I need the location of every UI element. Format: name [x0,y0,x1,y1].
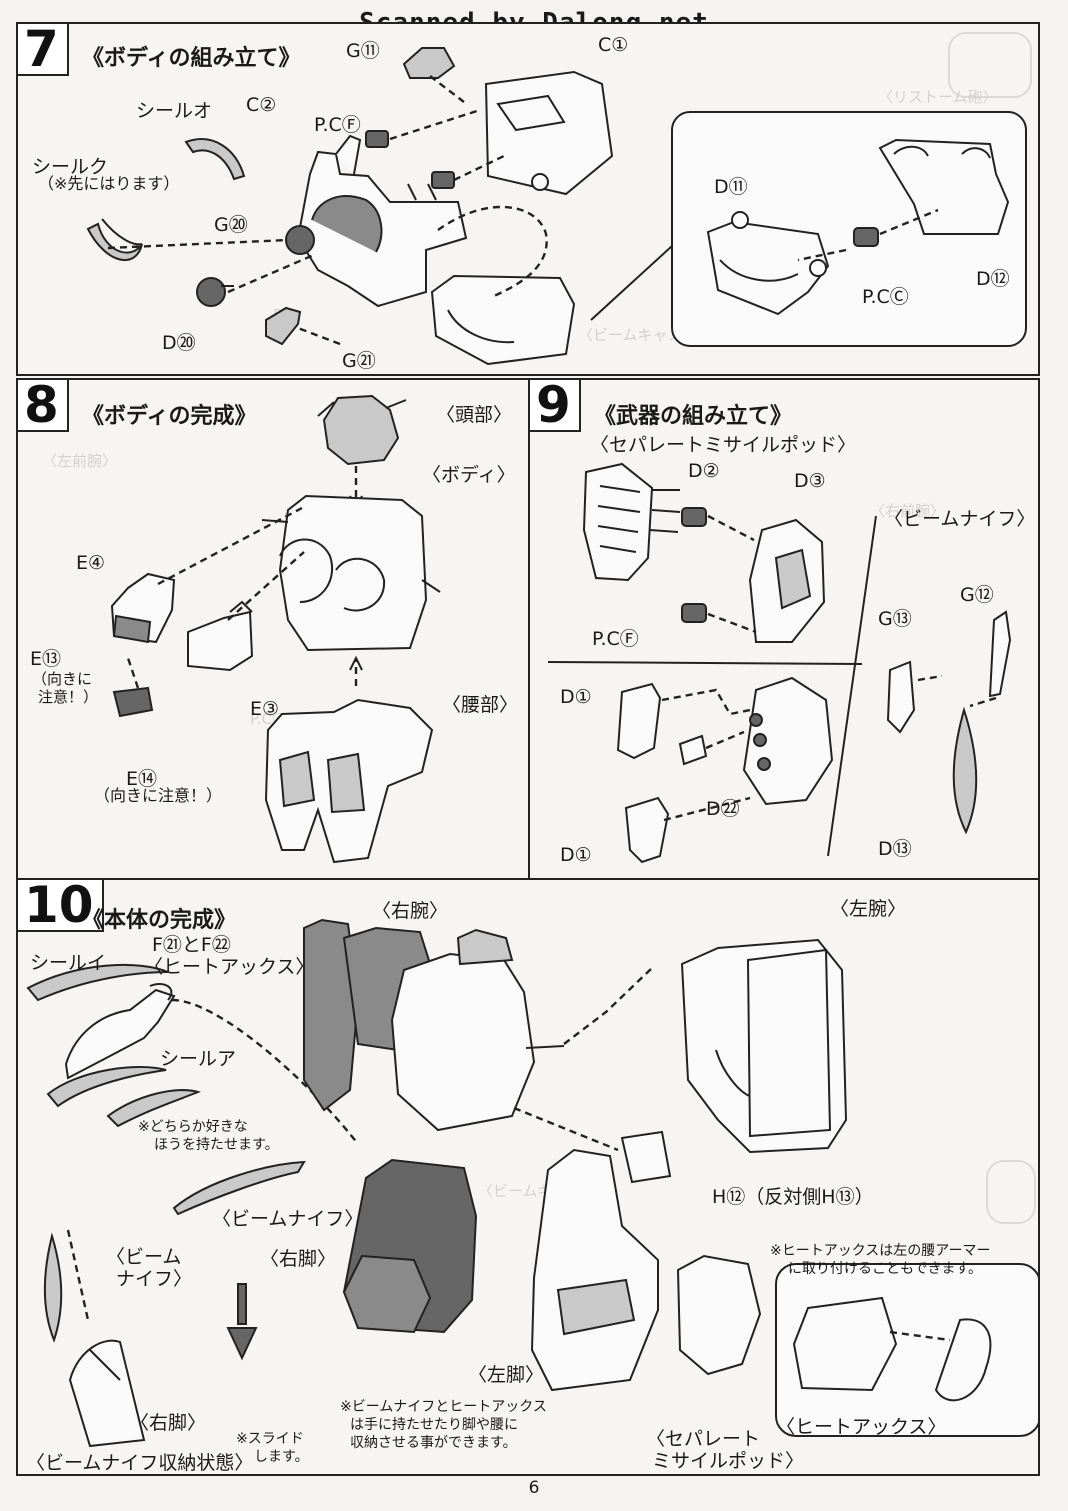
label-stowed: 〈ビームナイフ収納状態〉 [26,1452,254,1474]
label-e13-note-2: 注意！） [38,688,99,706]
label-d11: D⑪ [714,176,748,198]
label-e13-note-1: （向きに [32,670,93,688]
label-body: 〈ボディ〉 [422,464,516,486]
label-seal-ku-note: （※先にはります） [38,174,180,193]
label-beam-knife-stacked-2: ナイフ〉 [116,1268,193,1290]
label-pc-c: P.CⒸ [862,286,909,308]
step-number-9: 9 [530,380,581,432]
label-knife-note-2: は手に持たせたり脚や腰に [350,1417,518,1433]
label-either-note-1: ※どちらか好きな [138,1119,248,1135]
label-e13: E⑬ [30,648,62,670]
label-left-arm: 〈左腕〉 [830,898,907,920]
bleed-through-text: 〈右前腕〉 [870,502,946,520]
label-d20: D⑳ [162,332,196,354]
label-head: 〈頭部〉 [436,404,513,426]
label-knife-note-3: 収納させる事ができます。 [350,1435,517,1451]
page-number: 6 [528,1478,540,1498]
label-d22: D㉒ [706,798,740,820]
label-d1-top: D① [560,686,592,708]
label-seal-i: シールイ [30,952,107,974]
label-missile-pod-1: 〈セパレート [646,1428,761,1450]
label-right-leg: 〈右脚〉 [260,1248,337,1270]
label-e3: E③ [250,698,280,720]
label-heat-axe-note-2: に取り付けることもできます。 [788,1261,983,1277]
label-d2: D② [688,460,720,482]
bleed-through-text: 〈リストーム砲〉 [878,88,998,106]
label-missile-pod-2: ミサイルポッド〉 [652,1450,805,1472]
label-h12: H⑫（反対側H⑬） [712,1186,874,1208]
label-d1-bottom: D① [560,844,592,866]
label-right-leg-2: 〈右脚〉 [130,1412,207,1434]
label-g12: G⑫ [960,584,994,606]
label-seal-a: シールア [160,1048,237,1070]
step-7-illustration [86,47,1027,366]
label-f21-f22: F㉑とF㉒ [152,934,231,956]
label-c1: C① [598,34,629,56]
bleed-through-text: 〈左前腕〉 [42,452,118,470]
step-10-title: 《本体の完成》 [82,908,237,933]
step-9-illustration [547,462,1012,864]
step-7-panel: 〈リストーム砲〉 〈ビームキャノン〉 D⑩ [16,22,1040,376]
label-beam-knife-stacked-1: 〈ビーム [106,1246,182,1268]
label-d13: D⑬ [878,838,912,860]
step-8-title: 《ボディの完成》 [82,404,257,429]
label-d3: D③ [794,470,826,492]
label-pc-f: P.CⒻ [592,628,639,650]
step-8-panel: 〈左前腕〉 P.C④ 8 《ボディの完成》 〈頭部〉 〈ボディ〉 E④ E⑬ （… [16,378,530,880]
label-g11: G⑪ [346,40,380,62]
label-left-leg: 〈左脚〉 [468,1364,545,1386]
label-heat-axe-bottom: 〈ヒートアックス〉 [776,1416,947,1438]
step-number-8: 8 [18,380,69,432]
label-either-note-2: ほうを持たせます。 [154,1137,279,1153]
label-waist: 〈腰部〉 [442,694,519,716]
step-10-panel: 〈ビームキャノン〉 [16,878,1040,1476]
label-seal-o: シールオ [136,100,213,122]
label-e14: E⑭ [126,768,158,790]
label-pc-f: P.CⒻ [314,114,361,136]
label-heat-axe-note-1: ※ヒートアックスは左の腰アーマー [770,1243,991,1259]
label-knife-note-1: ※ビームナイフとヒートアックス [340,1399,547,1415]
label-right-arm: 〈右腕〉 [372,900,449,922]
label-beam-knife: 〈ビームナイフ〉 [212,1208,364,1230]
label-beam-knife: 〈ビームナイフ〉 [884,508,1036,530]
label-slide-2: します。 [254,1449,309,1465]
step-9-title: 《武器の組み立て》 [594,404,793,429]
step-number-7: 7 [18,24,69,76]
label-heat-axe: 〈ヒートアックス〉 [144,956,315,978]
label-seal-ku: シールク [32,156,109,178]
label-g13: G⑬ [878,608,912,630]
step-number-10: 10 [18,880,104,932]
label-e4: E④ [76,552,106,574]
step-9-panel: 〈右前腕〉 9 《武器の組み立て》 〈セパ [528,378,1040,880]
step-10-illustration [26,918,1038,1448]
label-slide-1: ※スライド [236,1431,304,1447]
label-g21: G㉑ [342,350,376,372]
label-missile-pod: 〈セパレートミサイルポッド〉 [590,434,857,456]
label-e14-note: （向きに注意！） [94,786,223,805]
label-c2: C② [246,94,277,116]
step-7-title: 《ボディの組み立て》 [82,46,301,71]
label-d12: D⑫ [976,268,1010,290]
label-g20: G⑳ [214,214,248,236]
step-8-illustration [110,394,441,864]
